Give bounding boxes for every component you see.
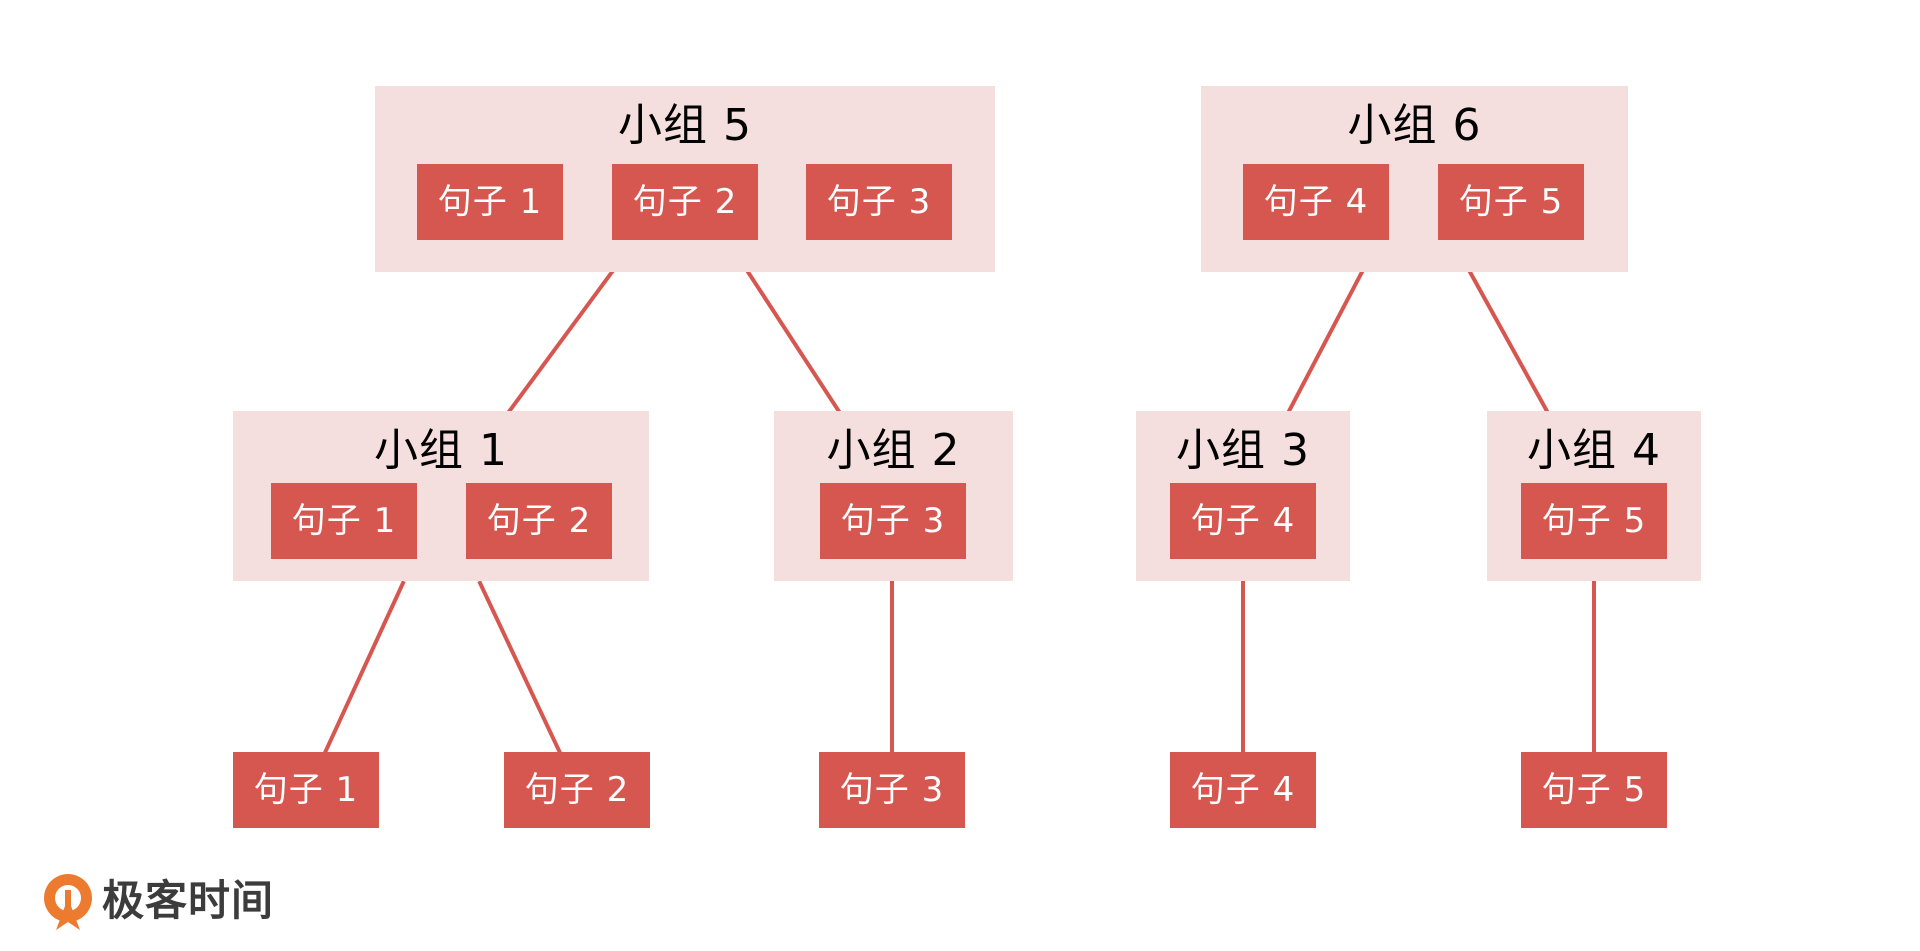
- group-2-title: 小组 2: [826, 425, 961, 476]
- group-3-box: 小组 3 句子 4: [1136, 411, 1350, 581]
- group-4-title: 小组 4: [1527, 425, 1661, 476]
- group-4-box: 小组 4 句子 5: [1487, 411, 1701, 581]
- group-3-sentence-4: 句子 4: [1170, 483, 1316, 559]
- group-1-title: 小组 1: [374, 425, 508, 476]
- group-3-title: 小组 3: [1176, 425, 1310, 476]
- connector-g5-g1: [505, 269, 615, 416]
- connector-g1-leaf1: [320, 580, 406, 760]
- connector-g1-leaf2: [477, 580, 565, 760]
- group-5-title: 小组 5: [618, 100, 752, 151]
- group-5-sentence-2: 句子 2: [612, 164, 758, 240]
- leaf-sentence-4: 句子 4: [1170, 752, 1316, 828]
- group-6-box: 小组 6 句子 4 句子 5: [1201, 86, 1628, 272]
- group-1-sentence-1: 句子 1: [271, 483, 417, 559]
- connector-g6-g3: [1285, 269, 1365, 416]
- leaf-sentence-5: 句子 5: [1521, 752, 1667, 828]
- group-2-box: 小组 2 句子 3: [774, 411, 1013, 581]
- connector-g6-g4: [1467, 269, 1551, 416]
- group-6-sentence-4: 句子 4: [1243, 164, 1389, 240]
- group-1-box: 小组 1 句子 1 句子 2: [233, 411, 649, 581]
- leaf-sentence-3: 句子 3: [819, 752, 965, 828]
- leaf-sentence-2: 句子 2: [504, 752, 650, 828]
- group-6-sentence-5: 句子 5: [1438, 164, 1584, 240]
- group-2-sentence-3: 句子 3: [820, 483, 966, 559]
- geektime-logo-icon: [44, 874, 92, 930]
- logo-text: 极客时间: [102, 876, 275, 925]
- geektime-logo: 极客时间: [40, 870, 300, 936]
- group-5-sentence-1: 句子 1: [417, 164, 563, 240]
- group-1-sentence-2: 句子 2: [466, 483, 612, 559]
- connector-g5-g2: [745, 269, 843, 416]
- leaf-sentence-1: 句子 1: [233, 752, 379, 828]
- group-4-sentence-5: 句子 5: [1521, 483, 1667, 559]
- group-6-title: 小组 6: [1347, 100, 1482, 151]
- group-5-box: 小组 5 句子 1 句子 2 句子 3: [375, 86, 995, 272]
- group-5-sentence-3: 句子 3: [806, 164, 952, 240]
